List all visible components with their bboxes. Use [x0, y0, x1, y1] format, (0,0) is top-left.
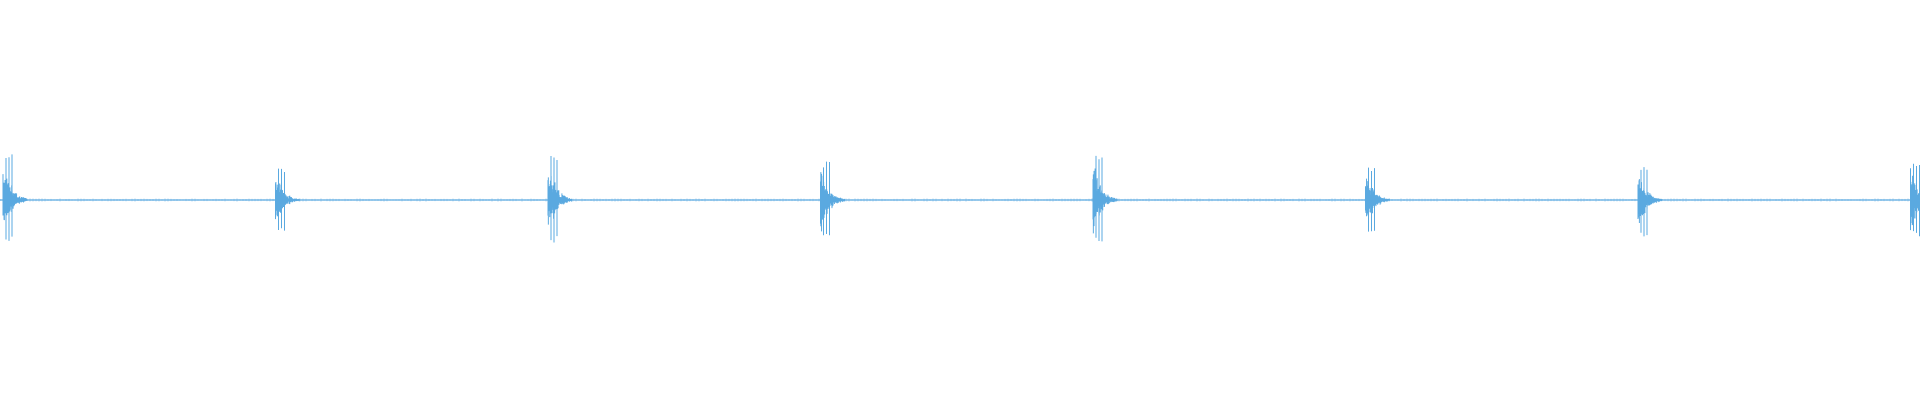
waveform-burst-4 [820, 161, 845, 236]
waveform-burst-7 [1637, 167, 1663, 237]
waveform-burst-2 [275, 168, 300, 231]
waveform-burst-path [1092, 155, 1118, 242]
waveform-burst-5 [1092, 155, 1118, 242]
waveform-burst-path [820, 161, 845, 236]
waveform-burst-path [1637, 167, 1663, 237]
waveform-burst-path [1365, 167, 1390, 232]
waveform-burst-1 [2, 154, 28, 241]
waveform-burst-3 [547, 156, 573, 243]
waveform-noise-floor [0, 198, 1918, 202]
waveform-burst-path [2, 154, 28, 241]
waveform-burst-path [275, 168, 300, 231]
waveform-bursts [0, 154, 1920, 243]
waveform-burst-path [547, 156, 573, 243]
waveform-burst-6 [1365, 167, 1390, 232]
